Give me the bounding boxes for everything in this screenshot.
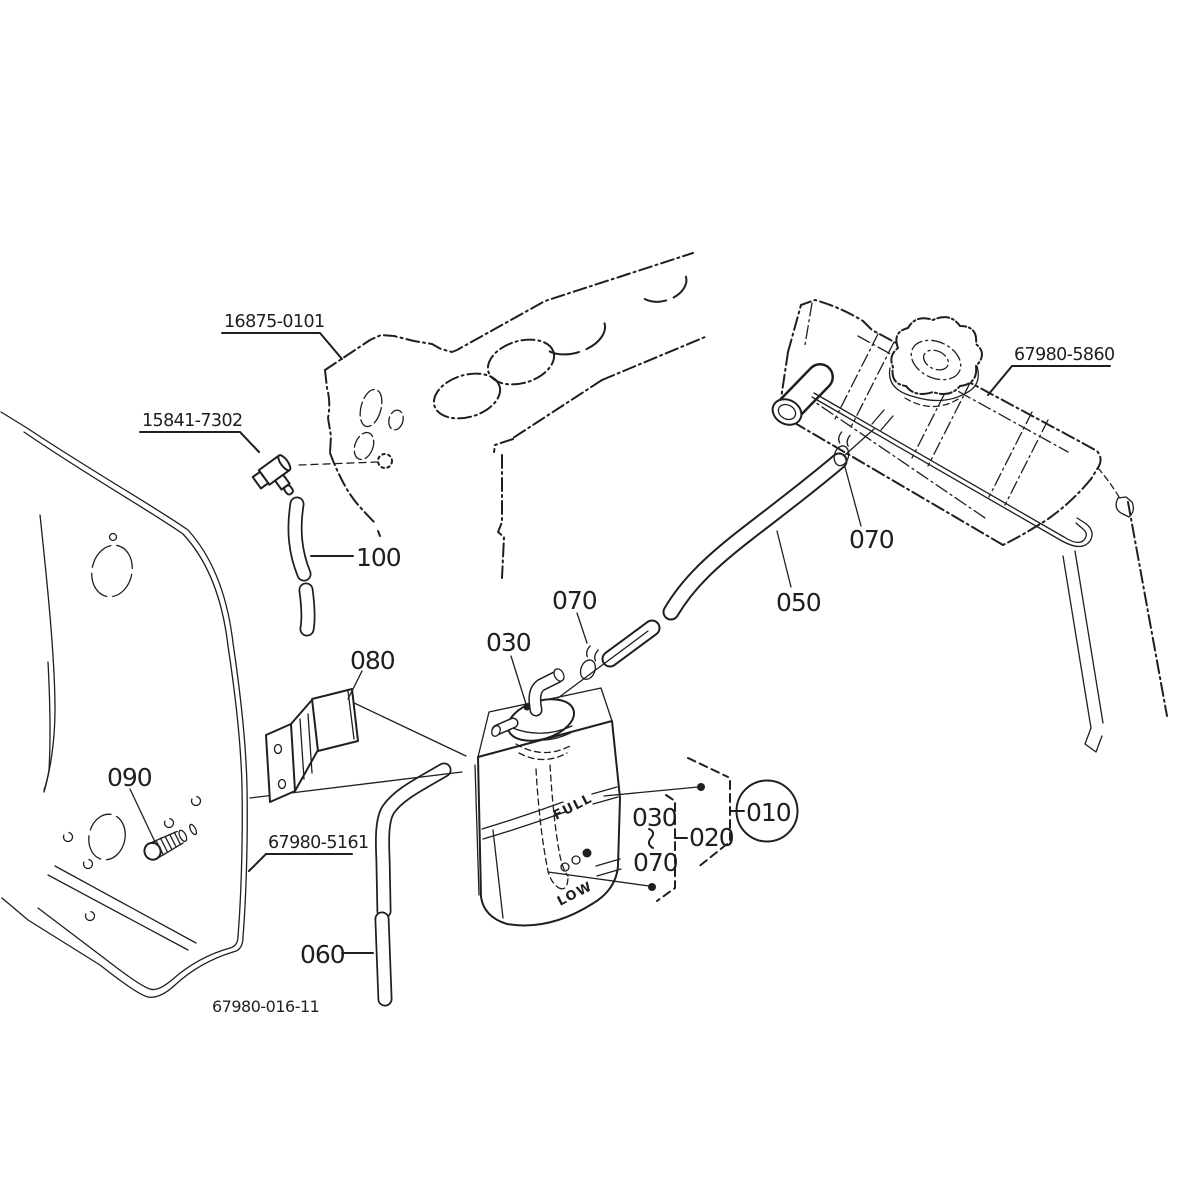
- hose-100: [287, 496, 316, 637]
- callout-090: 090: [107, 763, 152, 792]
- label-part-panel: 67980-5161: [268, 833, 369, 853]
- drain-port-hole: [377, 453, 393, 469]
- hose-clamp-tank: [579, 645, 599, 680]
- label-diagram-ref: 67980-016-11: [212, 997, 319, 1016]
- callout-070-radiator: 070: [849, 525, 894, 554]
- callout-030-cap: 030: [486, 628, 531, 657]
- callout-020-group: 020: [689, 823, 734, 852]
- cylinder-bore-1: [432, 372, 502, 420]
- callout-060: 060: [300, 940, 345, 969]
- tank-cap: [491, 668, 575, 761]
- group-010-outline: [687, 757, 731, 869]
- assembly-group-brackets: [547, 757, 799, 902]
- callout-050: 050: [776, 588, 821, 617]
- group-020-outline: [656, 794, 676, 902]
- label-part-radiator: 67980-5860: [1014, 345, 1115, 365]
- callout-labels: 16875-0101 15841-7302 67980-5860 67980-5…: [107, 312, 1115, 1016]
- label-part-drain-cock: 15841-7302: [142, 411, 243, 431]
- hose-060: [374, 762, 452, 1007]
- callout-080: 080: [350, 646, 395, 675]
- radiator: [771, 299, 1168, 753]
- panel-hole-large-top: [91, 544, 133, 598]
- hose-clamp-radiator: [833, 431, 851, 467]
- radiator-cap: [888, 316, 983, 408]
- bolt-090: [143, 823, 198, 861]
- callout-100: 100: [356, 543, 401, 572]
- panel-hole-large-bottom: [88, 813, 126, 861]
- callout-010-highlighted: 010: [746, 798, 791, 827]
- cylinder-bore-3: [539, 310, 607, 356]
- side-panel: [0, 411, 248, 998]
- drain-cock: [251, 454, 379, 496]
- radiator-inlet-pipe: [771, 363, 834, 426]
- callout-070-group: 070: [633, 848, 678, 877]
- callout-070-tank: 070: [552, 586, 597, 615]
- label-part-engine-head: 16875-0101: [224, 312, 325, 332]
- highlight-circle-010: [735, 779, 799, 843]
- hose-050: [557, 452, 848, 699]
- engine-block: [324, 252, 706, 579]
- cylinder-bore-4: [636, 265, 688, 303]
- group-brace: [647, 828, 655, 849]
- recovery-tank: FULL LOW: [474, 668, 622, 927]
- cylinder-bore-2: [486, 338, 556, 386]
- callout-030-group: 030: [632, 803, 677, 832]
- mount-bracket-080: [249, 688, 467, 803]
